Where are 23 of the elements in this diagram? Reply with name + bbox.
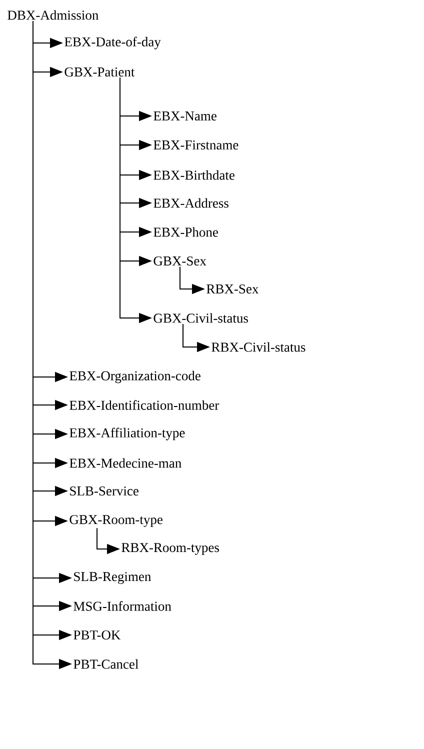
tree-item: EBX-Date-of-day (64, 36, 161, 50)
tree-item: PBT-OK (74, 630, 121, 640)
tree-item: RBX-Room-types (122, 543, 219, 555)
tree-item: SLB-Regimen (74, 572, 151, 584)
tree-item: MSG-Information (74, 601, 172, 611)
tree-item: EBX-Address (154, 198, 228, 208)
tree-item: EBX-Medecine-man (70, 458, 182, 468)
tree-item: EBX-Affiliation-type (70, 428, 185, 440)
tree-item: RBX-Sex (206, 284, 259, 294)
tree-item: PBT-Cancel (74, 659, 138, 669)
tree-item: EBX-Name (154, 112, 216, 120)
tree-item: GBX-Room-type (70, 515, 162, 527)
tree-item: GBX-Sex (154, 256, 206, 266)
tree-item: GBX-Civil-status (154, 313, 248, 323)
tree-item: SLB-Service (70, 486, 138, 496)
tree-item: EBX-Firstname (154, 140, 238, 150)
tree-item: EBX-Phone (154, 227, 218, 237)
tree-item: EBX-Organization-code (70, 370, 200, 384)
tree-item: GBX-Patient (64, 67, 135, 77)
tree-item: EBX-Birthdate (154, 170, 234, 180)
tree-item: RBX-Civil-status (212, 342, 306, 352)
tree-item: EBX-Identification-number (70, 400, 220, 410)
tree-item: DBX-Admission (8, 10, 98, 20)
